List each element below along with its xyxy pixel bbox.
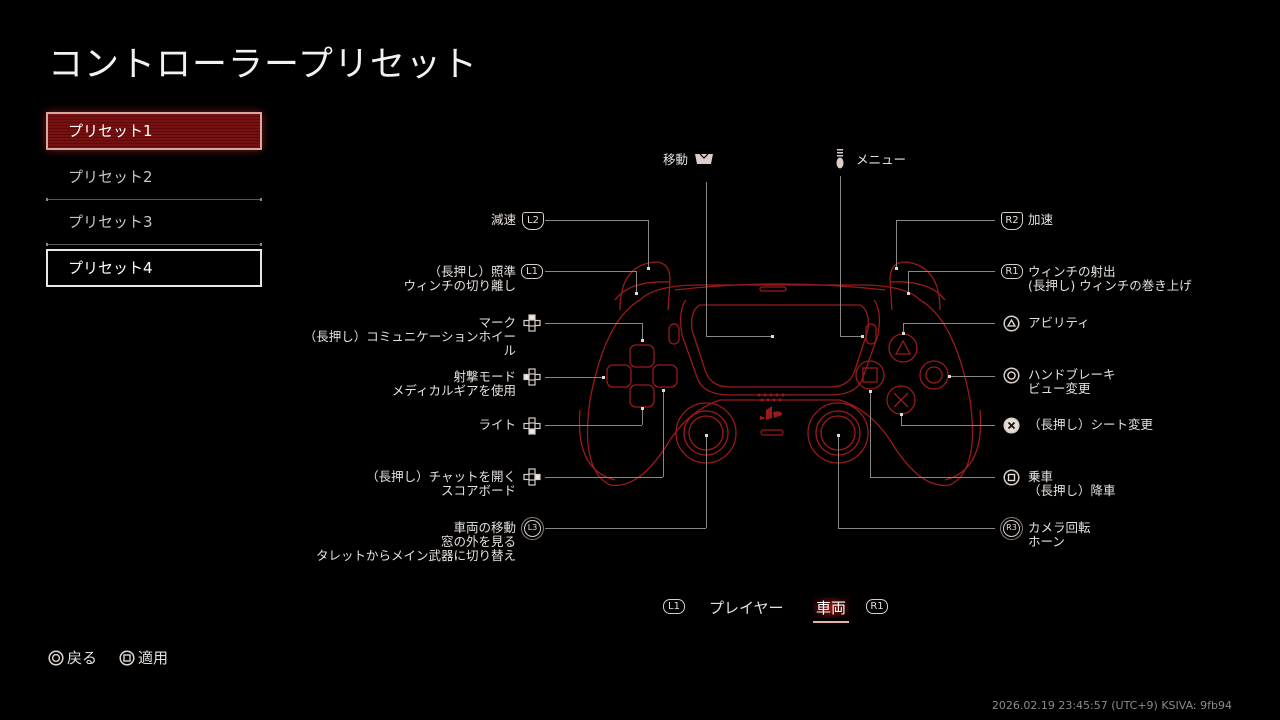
circle-button-icon [48,649,64,666]
l3-stick-icon: L3 [524,520,541,537]
cross-button-icon [1003,417,1020,434]
preset-label: プリセット3 [68,213,153,231]
divider [46,198,262,201]
page-title: コントローラープリセット [48,45,478,85]
cross-label: （長押し）シート変更 [1028,417,1154,432]
r1-button-icon: R1 [1001,264,1023,279]
l1-prev-tab-icon[interactable]: L1 [663,599,685,614]
r2-label: 加速 [1028,212,1054,227]
preset-item-3[interactable]: プリセット3 [46,200,262,246]
triangle-button-icon [1003,315,1020,332]
preset-item-1[interactable]: プリセット1 [46,112,262,150]
l2-trigger-icon: L2 [522,212,544,230]
options-button-icon [836,149,844,169]
square-label: 乗車（長押し）降車 [1028,469,1116,498]
tab-label: 車両 [816,599,847,617]
l1-button-icon: L1 [521,264,543,279]
preset-label: プリセット2 [68,168,153,186]
r2-trigger-icon: R2 [1001,212,1023,230]
touchpad-label: 移動 [662,152,688,167]
dpad-up-label: マーク（長押し）コミュニケーションホイール [303,315,516,358]
build-info: 2026.02.19 23:45:57 (UTC+9) KSIVA: 9fb94 [991,699,1232,712]
r3-stick-icon: R3 [1003,520,1020,537]
tab-vehicle[interactable]: 車両 [813,597,850,623]
dpad-left-label: 射撃モードメディカルギアを使用 [391,369,516,398]
tab-player[interactable]: プレイヤー [709,599,784,617]
back-button[interactable]: 戻る [48,647,97,668]
preset-label: プリセット4 [68,259,153,277]
touchpad-icon [695,153,713,164]
back-label: 戻る [67,649,98,667]
circle-button-icon [1003,367,1020,384]
dpad-right-icon [523,468,541,486]
l1-label: （長押し）照準ウィンチの切り離し [403,264,516,293]
dpad-right-label: （長押し）チャットを開くスコアボード [366,469,516,498]
preset-item-2[interactable]: プリセット2 [46,155,262,201]
dpad-down-label: ライト [478,417,516,432]
preset-list: プリセット1 プリセット2 プリセット3 プリセット4 [46,108,262,292]
divider [46,243,262,246]
preset-item-4[interactable]: プリセット4 [46,249,262,287]
square-button-icon [119,649,135,666]
dpad-left-icon [523,368,541,386]
square-button-icon [1003,469,1020,486]
dpad-down-icon [523,417,541,435]
l2-label: 減速 [490,212,516,227]
options-label: メニュー [856,152,907,167]
r3-label: カメラ回転ホーン [1028,520,1091,549]
preset-label: プリセット1 [68,122,153,140]
circle-label: ハンドブレーキビュー変更 [1028,367,1116,396]
r1-label: ウィンチの射出(長押し) ウィンチの巻き上げ [1028,264,1192,293]
controller-diagram [578,261,982,487]
l3-label: 車両の移動窓の外を見るタレットからメイン武器に切り替え [315,520,516,563]
triangle-label: アビリティ [1028,315,1090,330]
footer-hints: 戻る 適用 [48,647,168,668]
apply-button[interactable]: 適用 [119,647,168,668]
dpad-up-icon [523,314,541,332]
apply-label: 適用 [138,649,169,667]
active-tab-underline [813,621,850,623]
r1-next-tab-icon[interactable]: R1 [866,599,888,614]
